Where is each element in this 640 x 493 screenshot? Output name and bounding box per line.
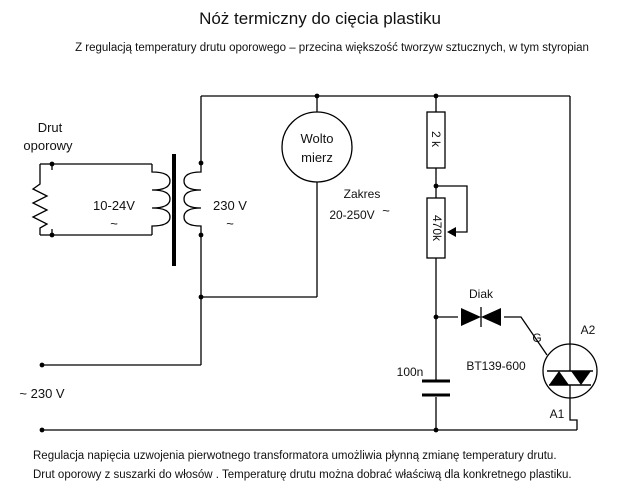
wiring — [42, 95, 578, 431]
secondary-ac-symbol: ~ — [110, 216, 118, 231]
voltmeter-label-line2: mierz — [301, 150, 333, 165]
heater-label-line2: oporowy — [23, 138, 73, 153]
page-subtitle: Z regulacją temperatury drutu oporowego … — [75, 42, 589, 54]
page-title: Nóż termiczny do cięcia plastiku — [199, 9, 441, 28]
wire-junctions — [39, 93, 439, 433]
range-label-line1: Zakres — [344, 187, 381, 201]
footer-line1: Regulacja napięcia uzwojenia pierwotnego… — [33, 450, 557, 462]
diac — [461, 307, 501, 327]
heater-wire — [31, 161, 152, 238]
potentiometer-label: 470k — [430, 215, 444, 242]
mains-label: ~ 230 V — [19, 386, 65, 401]
fixed-resistor — [426, 111, 446, 169]
range-label-line2: 20-250V — [329, 208, 374, 222]
voltmeter-label-line1: Wolto — [301, 131, 334, 146]
transformer — [151, 154, 204, 266]
secondary-voltage-label: 10-24V — [93, 198, 135, 213]
anode2-label: A2 — [581, 323, 596, 337]
range-ac-symbol: ~ — [382, 203, 390, 218]
anode1-label: A1 — [550, 407, 565, 421]
heater-label-line1: Drut — [38, 120, 63, 135]
triac-label: BT139-600 — [466, 359, 526, 373]
capacitor-label: 100n — [397, 365, 424, 379]
diac-label: Diak — [469, 287, 494, 301]
triac — [542, 343, 598, 399]
voltmeter — [281, 111, 353, 183]
primary-voltage-label: 230 V — [213, 198, 247, 213]
fixed-resistor-label: 2 k — [429, 131, 443, 148]
capacitor — [422, 379, 450, 397]
footer-line2: Drut oporowy z suszarki do włosów . Temp… — [33, 469, 572, 481]
gate-label: G — [532, 331, 541, 345]
potentiometer — [426, 197, 456, 259]
primary-ac-symbol: ~ — [226, 216, 234, 231]
